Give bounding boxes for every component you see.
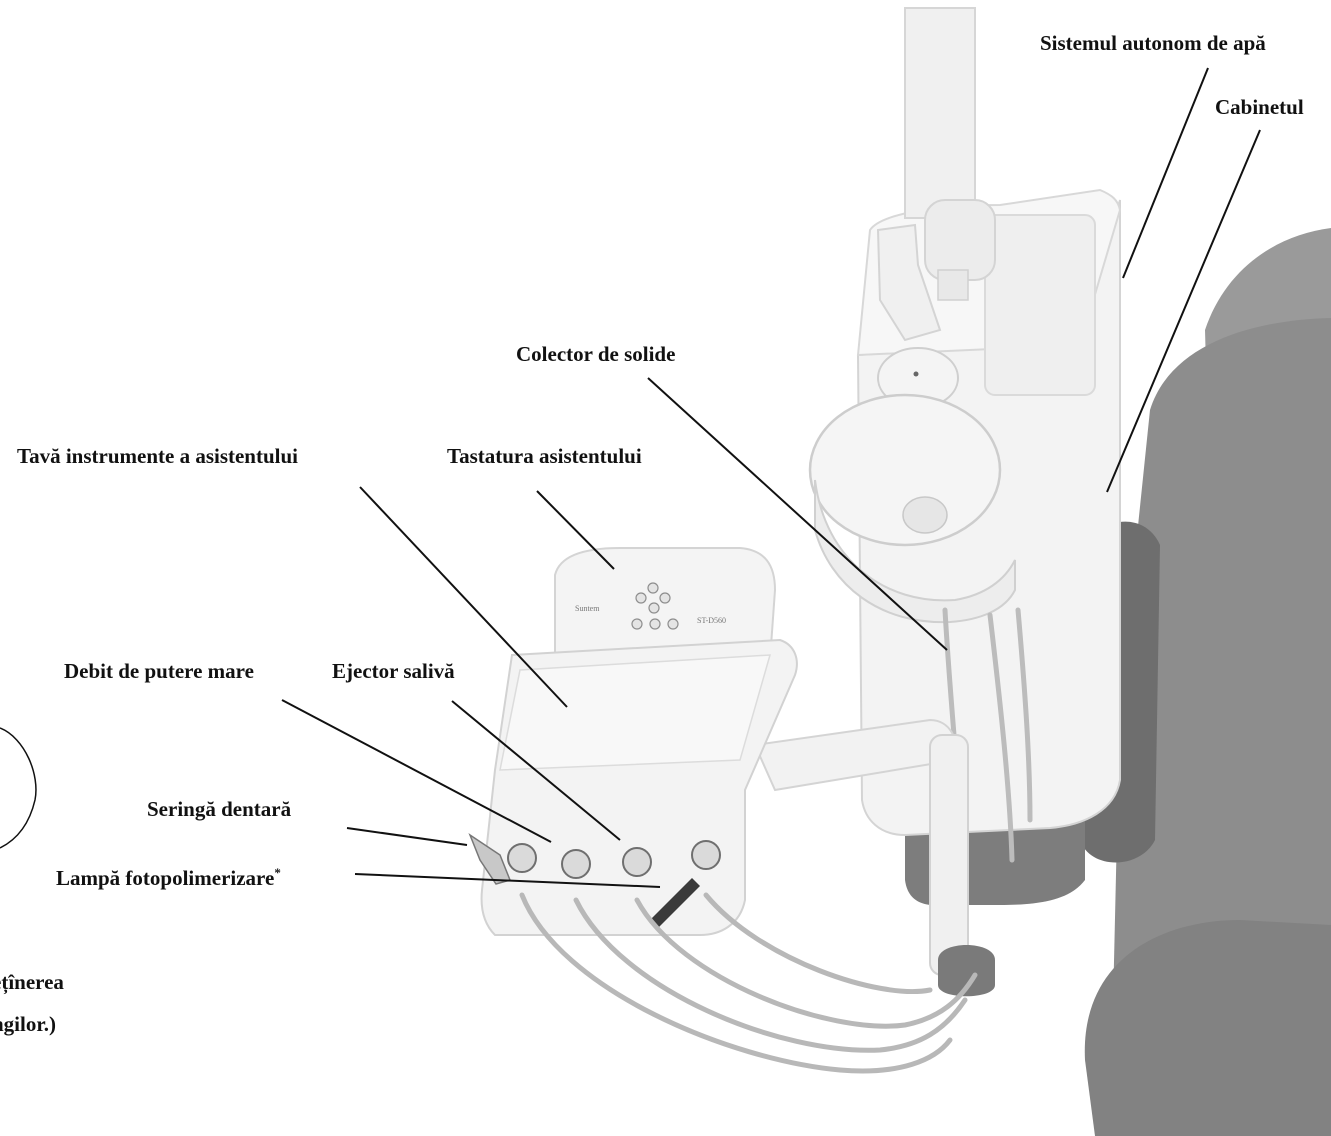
water-system-panel	[985, 215, 1095, 395]
label-water-system: Sistemul autonom de apă	[1040, 33, 1266, 54]
leader-dental-syringe	[347, 828, 467, 845]
partial-hose-loop	[0, 728, 36, 848]
assistant-arm	[755, 720, 995, 996]
label-assistant-tray: Tavă instrumente a asistentului	[17, 446, 298, 467]
label-solids-collector: Colector de solide	[516, 344, 675, 365]
label-high-volume-evacuator: Debit de putere mare	[64, 661, 254, 682]
label-dental-syringe: Seringă dentară	[147, 799, 291, 820]
arm-post	[930, 735, 968, 975]
label-cabinet: Cabinetul	[1215, 97, 1304, 118]
label-curing-lamp-text: Lampă fotopolimerizare	[56, 866, 274, 890]
label-saliva-ejector: Ejector salivă	[332, 661, 455, 682]
leader-water-system	[1123, 68, 1208, 278]
tray-surface	[500, 655, 770, 770]
model-text: ST-D560	[697, 616, 726, 625]
assistant-tray-unit: Suntem ST-D560	[470, 548, 797, 935]
tray-hoses	[522, 895, 975, 1071]
label-partial-note-line2: ngilor.)	[0, 1014, 56, 1035]
label-partial-note-line1: ețînerea	[0, 972, 64, 993]
label-assistant-keypad: Tastatura asistentului	[447, 446, 642, 467]
dental-unit-illustration: Suntem ST-D560	[0, 8, 1331, 1136]
label-curing-lamp-mark: *	[274, 865, 281, 880]
label-curing-lamp: Lampă fotopolimerizare*	[56, 866, 281, 889]
brand-text: Suntem	[575, 604, 600, 613]
